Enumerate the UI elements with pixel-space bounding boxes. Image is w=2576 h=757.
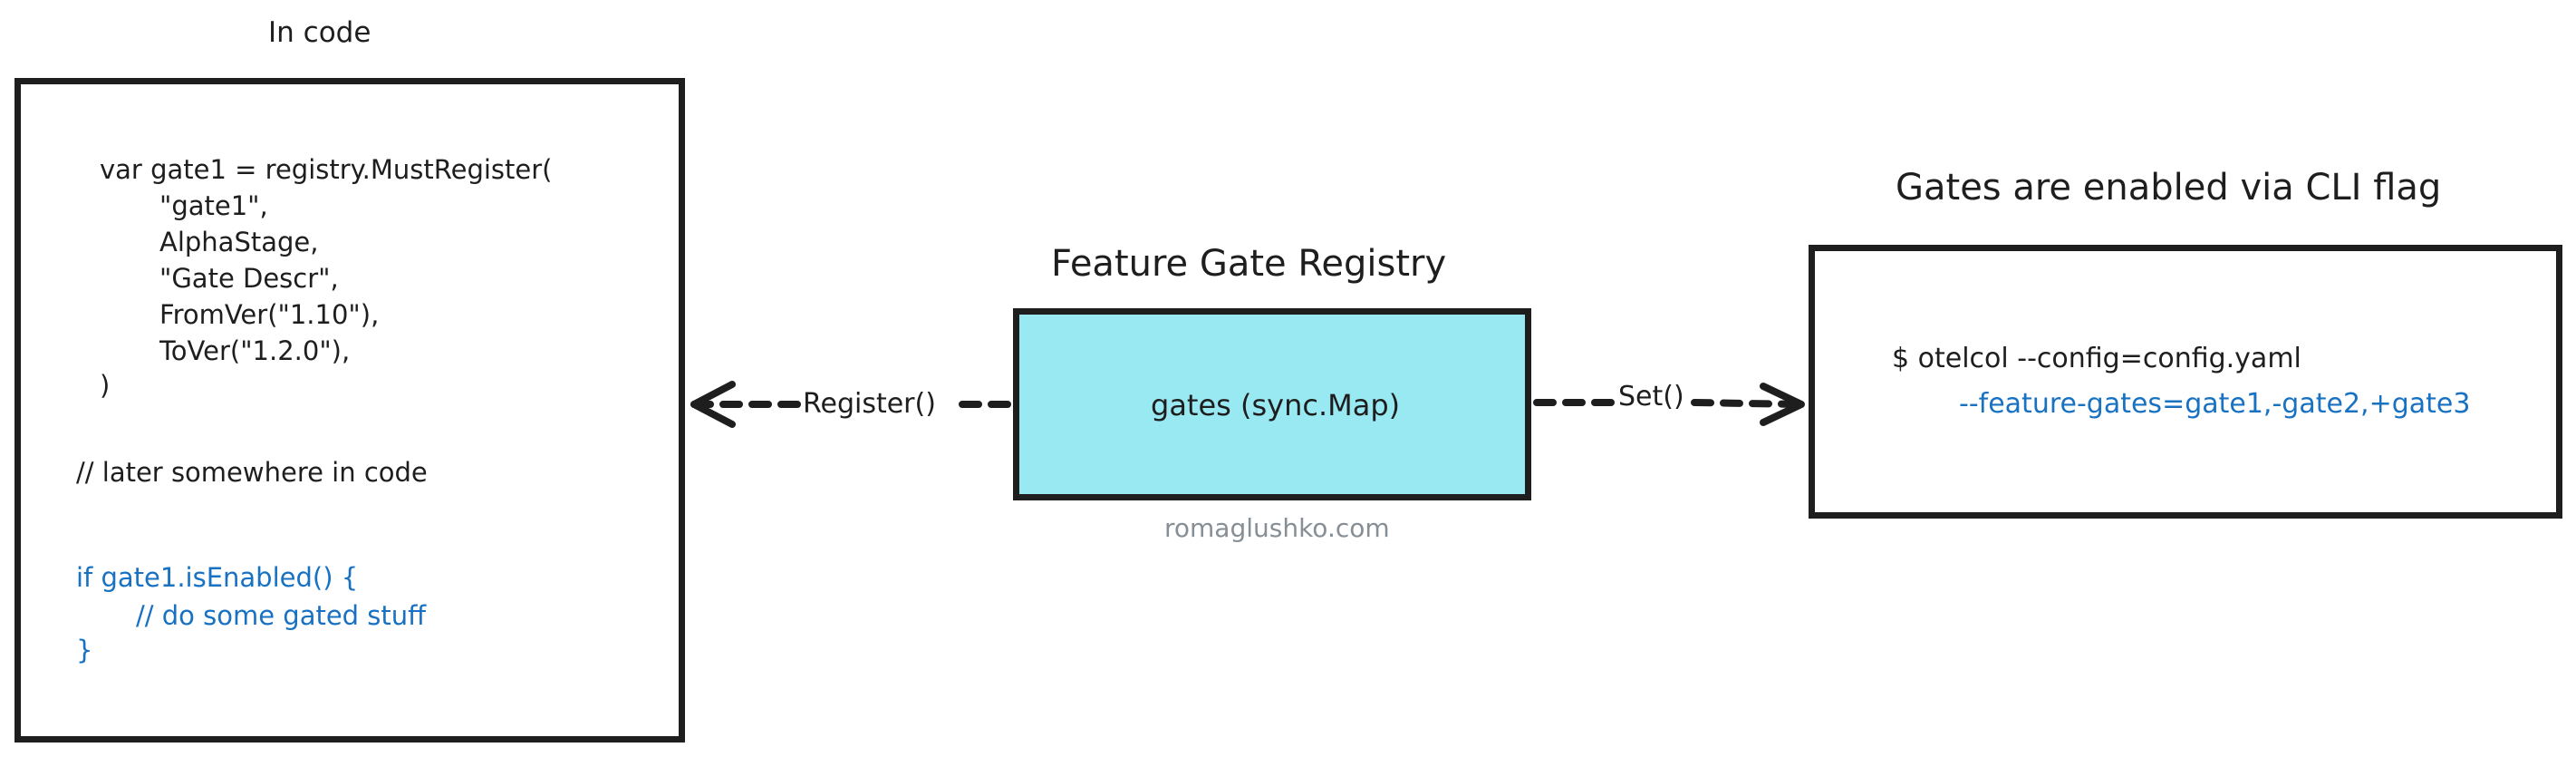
cli-feature-gates-flag: --feature-gates=gate1,-gate2,+gate3 [1959, 388, 2471, 420]
code-line-4: "Gate Descr", [159, 263, 339, 294]
register-edge-label: Register() [803, 388, 936, 420]
set-arrow [1533, 383, 1805, 426]
code-closing-brace: } [76, 635, 93, 665]
code-line-2: "gate1", [159, 190, 268, 221]
code-line-5: FromVer("1.10"), [159, 299, 380, 330]
code-line-3: AlphaStage, [159, 227, 319, 257]
registry-box [1013, 308, 1531, 500]
cli-command: $ otelcol --config=config.yaml [1892, 343, 2301, 374]
code-gated-comment: // do some gated stuff [136, 600, 427, 631]
register-arrow [690, 381, 1011, 428]
cli-panel-box [1809, 245, 2562, 519]
code-comment-later: // later somewhere in code [76, 457, 428, 488]
code-if-enabled: if gate1.isEnabled() { [76, 562, 359, 593]
code-panel-box [14, 78, 685, 742]
registry-title: Feature Gate Registry [1051, 243, 1447, 285]
register-arrowhead [690, 381, 736, 428]
code-panel-title: In code [268, 16, 371, 49]
code-line-1: var gate1 = registry.MustRegister( [100, 154, 553, 185]
code-line-6: ToVer("1.2.0"), [159, 335, 351, 366]
registry-content: gates (sync.Map) [1151, 388, 1401, 422]
code-line-7: ) [100, 370, 111, 401]
watermark: romaglushko.com [1164, 513, 1390, 543]
set-arrowhead [1760, 383, 1805, 426]
cli-panel-title: Gates are enabled via CLI flag [1896, 167, 2442, 209]
set-edge-label: Set() [1618, 381, 1684, 412]
